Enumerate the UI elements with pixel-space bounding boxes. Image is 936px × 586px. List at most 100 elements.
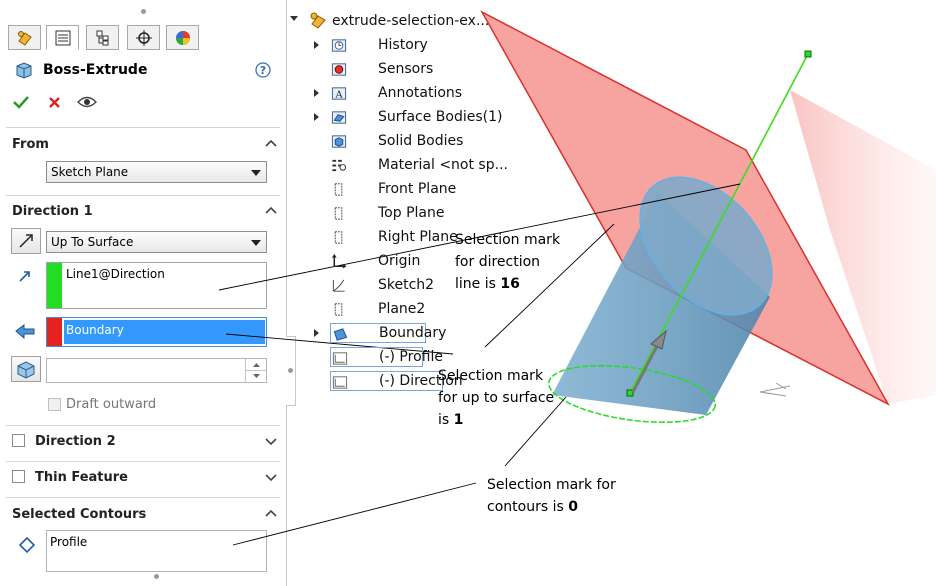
tree-item-label: Top Plane <box>378 205 445 221</box>
plane-icon <box>334 231 343 244</box>
spinner-arrows-icon <box>246 363 267 378</box>
help-icon[interactable]: ? <box>255 62 271 78</box>
end-condition-select[interactable]: Up To Surface <box>46 231 267 253</box>
reverse-direction-button[interactable] <box>11 228 41 254</box>
callout-surface-line2: for up to surface <box>438 390 555 406</box>
chevron-up-icon[interactable] <box>264 138 278 148</box>
panel-splitter-handle[interactable] <box>286 336 296 406</box>
direction-sketch-icon <box>332 376 348 389</box>
tree-root-part[interactable]: extrude-selection-ex... <box>332 13 490 29</box>
reference-triad-icon <box>759 382 791 397</box>
from-select[interactable]: Sketch Plane <box>46 161 267 183</box>
expand-right-icon[interactable] <box>314 329 319 337</box>
tree-item[interactable]: Right Plane <box>330 227 458 247</box>
callout-surface-line3: is <box>438 412 454 428</box>
direction2-checkbox[interactable] <box>12 434 25 447</box>
tree-item-label: Solid Bodies <box>378 133 464 149</box>
propertymanager-tab[interactable] <box>46 25 79 50</box>
chevron-up-icon[interactable] <box>264 508 278 518</box>
selected-contour-item[interactable]: Profile <box>50 535 88 549</box>
dimxpert-tab[interactable] <box>127 25 160 50</box>
draft-outward-checkbox[interactable] <box>48 398 61 411</box>
display-manager-tab[interactable] <box>166 25 199 50</box>
tree-item-label: Origin <box>378 253 421 269</box>
selected-contours-listbox[interactable]: Profile <box>46 530 267 572</box>
tree-item-label: (-) Direction <box>379 373 463 389</box>
material-icon <box>332 159 347 172</box>
tree-item-label: Front Plane <box>378 181 457 197</box>
direction-line-endpoint-handle[interactable] <box>804 50 812 58</box>
chevron-down-icon[interactable] <box>264 472 278 482</box>
tree-item[interactable]: Sketch2 <box>330 275 434 295</box>
chevron-up-icon[interactable] <box>264 205 278 215</box>
tree-item[interactable]: Origin <box>330 251 420 271</box>
chevron-down-icon[interactable] <box>264 436 278 446</box>
tree-item-label: (-) Profile <box>379 349 443 365</box>
panel-grip-bottom[interactable] <box>154 574 159 579</box>
tree-item[interactable]: Material <not sp... <box>330 155 508 175</box>
surface-bodies-icon <box>331 111 347 124</box>
end-condition-value: Up To Surface <box>51 235 134 249</box>
selected-contours-section-header[interactable]: Selected Contours <box>12 507 147 522</box>
boundary-surface-icon <box>333 328 348 341</box>
offset-from-surface-button[interactable] <box>11 356 41 382</box>
tree-item[interactable]: (-) Profile <box>330 347 443 367</box>
offset-spinner[interactable] <box>245 359 267 382</box>
thin-feature-checkbox[interactable] <box>12 470 25 483</box>
tree-item[interactable]: Plane2 <box>330 299 425 319</box>
extrude-direction-arrow-head[interactable] <box>650 329 667 350</box>
tree-item[interactable]: Surface Bodies(1) <box>330 107 502 127</box>
face-reference-item-label: Boundary <box>66 323 124 337</box>
panel-grip-top[interactable] <box>141 9 146 14</box>
configurationmanager-tab[interactable] <box>86 25 119 50</box>
expand-right-icon[interactable] <box>314 113 319 121</box>
face-reference-listbox[interactable]: Boundary <box>46 317 267 347</box>
preview-eye-icon[interactable] <box>77 95 97 109</box>
direction1-section-header[interactable]: Direction 1 <box>12 204 93 219</box>
direction-of-extrusion-icon <box>19 271 30 282</box>
face-plane-icon <box>15 324 35 340</box>
expand-right-icon[interactable] <box>314 89 319 97</box>
face-reference-item-selected[interactable]: Boundary <box>64 320 265 344</box>
direction2-section-header[interactable]: Direction 2 <box>35 434 116 449</box>
tree-item[interactable]: Solid Bodies <box>330 131 463 151</box>
boss-extrude-icon <box>16 62 32 79</box>
tree-item[interactable]: History <box>330 35 428 55</box>
contour-diamond-icon <box>18 536 36 554</box>
offset-distance-input[interactable] <box>46 358 267 383</box>
tree-item-label: Surface Bodies(1) <box>378 109 503 125</box>
thin-feature-section-header[interactable]: Thin Feature <box>35 470 128 485</box>
tree-item[interactable]: Front Plane <box>330 179 456 199</box>
callout-surface-number: 1 <box>453 412 464 428</box>
expand-down-icon[interactable] <box>290 16 298 21</box>
section-divider <box>6 127 280 128</box>
offset-surface-icon <box>17 361 35 379</box>
property-manager-panel: Boss-Extrude ? From Sketch Plane Directi… <box>0 0 287 586</box>
sensor-icon <box>331 63 347 76</box>
callout-direction-line2: for direction <box>455 254 541 270</box>
tree-item-label: Plane2 <box>378 301 426 317</box>
profile-sketch-circle[interactable] <box>545 357 719 432</box>
featuremanager-tab[interactable] <box>8 25 41 50</box>
direction-line-startpoint-handle[interactable] <box>626 389 634 397</box>
tree-item-label: Boundary <box>379 325 447 341</box>
from-section-header[interactable]: From <box>12 137 49 152</box>
callout-direction-line: Selection mark for direction line is 16 <box>455 229 560 295</box>
cancel-x-icon[interactable] <box>48 96 61 109</box>
tree-item[interactable]: Boundary <box>330 323 446 343</box>
tree-item-label: Right Plane <box>378 229 458 245</box>
tree-item-label: History <box>378 37 428 53</box>
cylinder-top-face[interactable] <box>614 152 798 340</box>
tree-item[interactable]: Top Plane <box>330 203 444 223</box>
svg-text:A: A <box>335 89 343 100</box>
tree-item[interactable]: (-) Direction <box>330 371 463 391</box>
ok-checkmark-icon[interactable] <box>13 95 29 109</box>
direction-reference-item[interactable]: Line1@Direction <box>66 267 165 281</box>
tree-item[interactable]: Sensors <box>330 59 433 79</box>
section-divider <box>6 497 280 498</box>
callout-contours-number: 0 <box>568 499 578 515</box>
direction-reference-listbox[interactable]: Line1@Direction <box>46 262 267 309</box>
expand-right-icon[interactable] <box>314 41 319 49</box>
